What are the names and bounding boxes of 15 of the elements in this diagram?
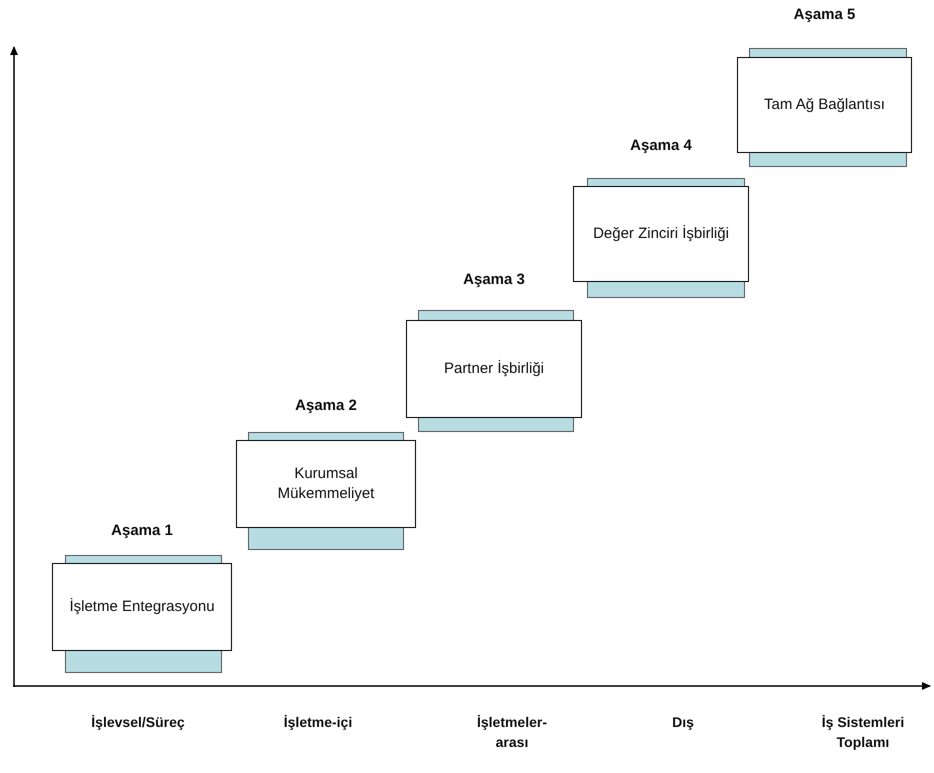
stage-heading: Aşama 3 — [462, 271, 526, 288]
stage-text: Partner İşbirliği — [442, 358, 546, 379]
stage-text: Değer Zinciri İşbirliği — [592, 224, 730, 244]
stage-text: Kurumsal Mükemmeliyet — [276, 464, 376, 504]
stage-heading: Aşama 5 — [792, 6, 856, 23]
stage-heading: Aşama 4 — [629, 137, 693, 154]
axis-category-label: İşletme-içi — [282, 713, 354, 732]
stage-text: İşletme Entegrasyonu — [68, 596, 216, 617]
stage-heading: Aşama 1 — [110, 522, 174, 539]
axis-category-label: İş Sistemleri Toplamı — [820, 713, 906, 752]
stage-heading: Aşama 2 — [294, 397, 358, 414]
stage-text: Tam Ağ Bağlantısı — [763, 94, 886, 115]
axis-category-label: Dış — [671, 713, 695, 732]
axis-category-label: İşletmeler-arası — [476, 713, 548, 752]
axis-category-label: İşlevsel/Süreç — [90, 713, 186, 732]
